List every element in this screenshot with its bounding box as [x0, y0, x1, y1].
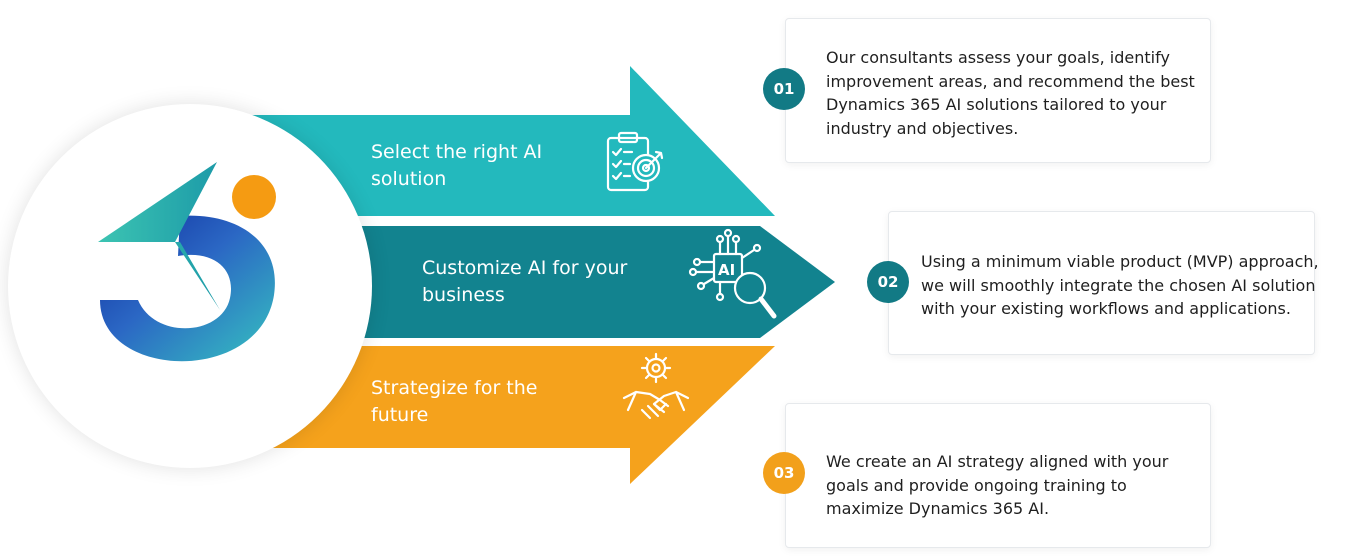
- arrow-label-strategize: Strategize for the future: [371, 377, 538, 426]
- arrow-band-2: [300, 226, 835, 338]
- svg-text:AI: AI: [718, 261, 735, 279]
- ai-chip-magnifier-icon: AI: [688, 228, 777, 319]
- step-card-1: Our consultants assess your goals, ident…: [785, 18, 1211, 163]
- gear-handshake-icon: [622, 352, 690, 420]
- clipboard-target-icon: [606, 131, 664, 192]
- logo-circle: [8, 104, 372, 468]
- arrow-label-customize-ai: Customize AI for your business: [422, 257, 628, 306]
- step-number-2: 02: [867, 261, 909, 303]
- step-2-text: Using a minimum viable product (MVP) app…: [921, 252, 1319, 318]
- arrow-label-select-ai: Select the right AI solution: [371, 141, 543, 190]
- step-card-2: Using a minimum viable product (MVP) app…: [888, 211, 1319, 355]
- step-number-1: 01: [763, 68, 805, 110]
- company-logo-icon: [98, 162, 276, 362]
- step-1-text: Our consultants assess your goals, ident…: [826, 48, 1195, 138]
- step-number-3: 03: [763, 452, 805, 494]
- step-3-text: We create an AI strategy aligned with yo…: [826, 452, 1169, 518]
- arrow-band-3: [250, 346, 775, 484]
- step-card-3: We create an AI strategy aligned with yo…: [785, 403, 1211, 548]
